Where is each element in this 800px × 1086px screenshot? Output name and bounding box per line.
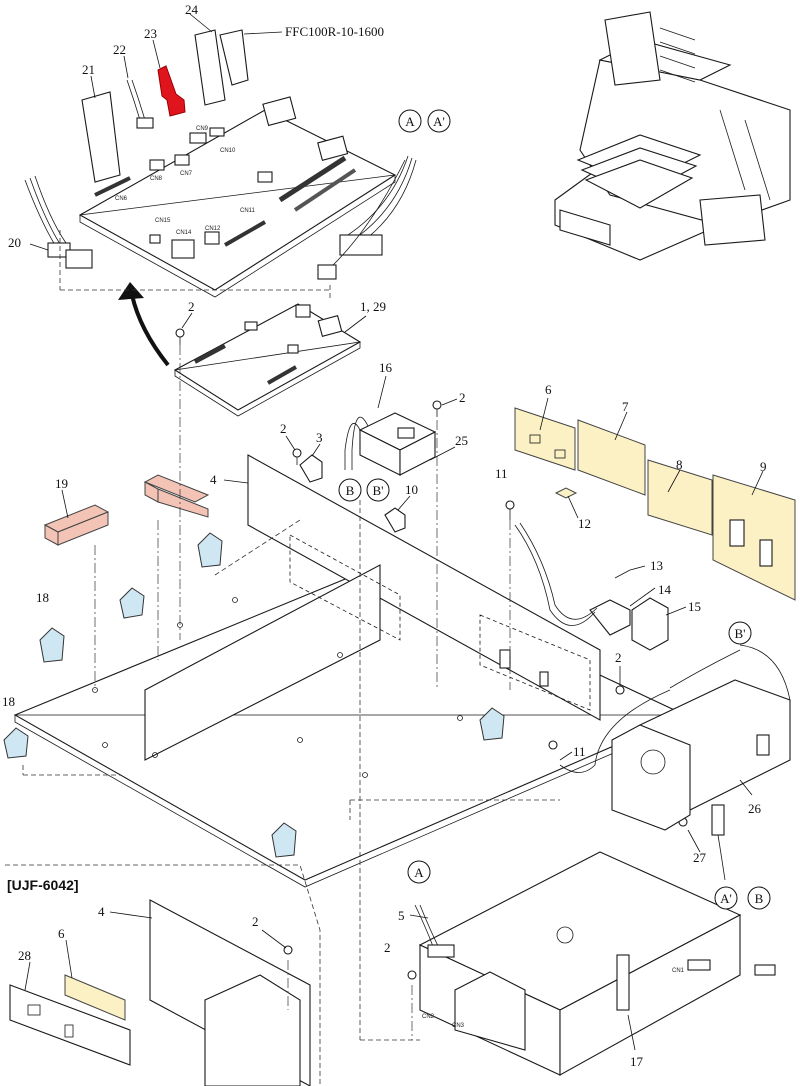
part-26-power-supply (559, 644, 791, 881)
cn10-label: CN10 (220, 148, 236, 154)
label-2c: 2 (280, 421, 287, 436)
label-2a: 2 (188, 299, 195, 314)
cable-23-highlight (157, 65, 186, 117)
cn15-label: CN15 (155, 218, 171, 224)
label-1-29: 1, 29 (360, 299, 386, 314)
label-9: 9 (760, 459, 767, 474)
circle-A: A (405, 114, 415, 129)
flip-arrow (130, 294, 170, 367)
circle-markers: A A' B B' A B' A' B (338, 109, 771, 910)
flip-arrow-head (118, 282, 144, 300)
part-16-filter (344, 412, 437, 476)
cn1-label: CN1 (672, 968, 685, 974)
label-11b: 11 (573, 744, 586, 759)
sheets-6-9 (514, 407, 796, 601)
label-19: 19 (55, 476, 68, 491)
label-5: 5 (398, 908, 405, 923)
part-14 (589, 599, 631, 636)
cn14-label: CN14 (176, 230, 192, 236)
label-ffc: FFC100R-10-1600 (285, 24, 384, 39)
part-17-bottom-unit (414, 851, 776, 1076)
cn9-label: CN9 (196, 126, 209, 132)
label-27: 27 (693, 850, 707, 865)
label-2d: 2 (615, 650, 622, 665)
label-20: 20 (8, 235, 21, 250)
label-4b: 4 (98, 904, 105, 919)
label-23: 23 (144, 26, 157, 41)
cn12-label: CN12 (205, 226, 221, 232)
label-8: 8 (676, 457, 683, 472)
inset-title: [UJF-6042] (7, 877, 79, 893)
circle-A-lower: A (414, 865, 424, 880)
cn7-label: CN7 (180, 171, 193, 177)
part-3 (299, 454, 323, 483)
label-25: 25 (455, 433, 468, 448)
cn11-label: CN11 (240, 208, 256, 214)
leader-lines (24, 13, 764, 1051)
label-11a: 11 (495, 466, 508, 481)
screws (175, 328, 688, 980)
label-28: 28 (18, 948, 31, 963)
label-22: 22 (113, 42, 126, 57)
board-1-29 (173, 303, 362, 417)
circle-A-prime: A' (433, 114, 445, 129)
part-10 (384, 507, 406, 533)
part-12 (554, 487, 578, 499)
circle-B-lower: B (755, 891, 764, 906)
label-24: 24 (185, 2, 199, 17)
label-26: 26 (748, 801, 762, 816)
circle-B-prime-lower: B' (734, 626, 745, 641)
label-10: 10 (405, 482, 418, 497)
connector-labels: CN6 CN7 CN8 CN9 CN10 CN11 CN12 CN14 CN15… (115, 126, 685, 1029)
label-2e: 2 (384, 940, 391, 955)
guide-lines (22, 230, 560, 1041)
label-2b: 2 (459, 390, 466, 405)
part-15 (631, 597, 669, 651)
label-4: 4 (210, 472, 217, 487)
base-chassis (13, 454, 687, 888)
cn3-label: CN3 (452, 1023, 465, 1029)
label-12: 12 (578, 516, 591, 531)
main-board-connections (24, 29, 417, 298)
label-15: 15 (688, 599, 701, 614)
part-13 (614, 569, 631, 579)
label-18a: 18 (36, 590, 49, 605)
label-21: 21 (82, 62, 95, 77)
part-labels: 24 23 FFC100R-10-1600 22 21 20 2 1, 29 1… (2, 2, 767, 1069)
cn2-label: CN2 (422, 1014, 435, 1020)
label-13: 13 (650, 558, 663, 573)
inset-ujf-6042 (5, 864, 321, 1086)
printer-illustration (554, 11, 791, 261)
label-6: 6 (545, 382, 552, 397)
label-3: 3 (316, 430, 323, 445)
circle-B-prime: B' (372, 483, 383, 498)
label-14: 14 (658, 582, 672, 597)
label-16: 16 (379, 360, 393, 375)
label-18b: 18 (2, 694, 15, 709)
part-19-blocks (43, 474, 210, 546)
label-6b: 6 (58, 926, 65, 941)
cn8-label: CN8 (150, 176, 163, 182)
label-7: 7 (622, 399, 629, 414)
label-17: 17 (630, 1054, 644, 1069)
cn6-label: CN6 (115, 196, 128, 202)
circle-A-prime-lower: A' (720, 891, 732, 906)
circle-B: B (346, 483, 355, 498)
label-2f: 2 (252, 914, 259, 929)
